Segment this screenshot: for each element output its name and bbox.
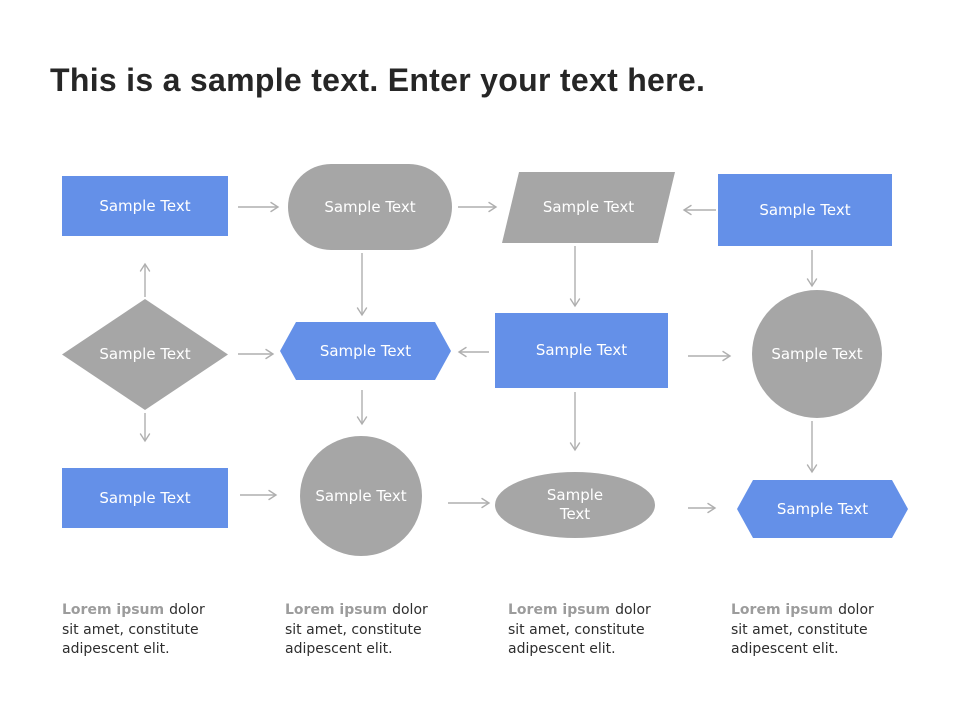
node-label: Sample Text xyxy=(324,197,416,216)
flow-node-rect: Sample Text xyxy=(62,468,228,528)
node-label: Sample Text xyxy=(776,499,869,518)
node-label: Sample Text xyxy=(535,341,628,360)
flow-node-rect: Sample Text xyxy=(62,176,228,236)
flow-node-diamond: Sample Text xyxy=(62,299,228,410)
footnote-highlight: Lorem ipsum xyxy=(508,602,611,618)
node-label: Sample Text xyxy=(315,486,407,505)
footnote-highlight: Lorem ipsum xyxy=(285,602,388,618)
node-label: Sample Text xyxy=(771,344,863,363)
footnote-highlight: Lorem ipsum xyxy=(62,602,165,618)
flow-node-hexagon: Sample Text xyxy=(280,322,451,380)
page-title: This is a sample text. Enter your text h… xyxy=(50,62,706,98)
flow-node-circle: Sample Text xyxy=(300,436,422,556)
flow-node-rect: Sample Text xyxy=(718,174,892,246)
flow-node-hexagon: Sample Text xyxy=(737,480,908,538)
node-label: Sample Text xyxy=(542,198,635,217)
node-label: Sample Text xyxy=(319,341,412,360)
node-label: Sample Text xyxy=(99,488,191,507)
node-label: Sample Text xyxy=(546,486,604,523)
footnote-text: dolor sit amet, constitute adipescent el… xyxy=(62,602,205,657)
flow-node-ellipse: Sample Text xyxy=(495,472,655,538)
flow-node-rect: Sample Text xyxy=(495,313,668,388)
footnote-text: dolor sit amet, constitute adipescent el… xyxy=(285,602,428,657)
node-label: Sample Text xyxy=(99,196,191,215)
footnote-highlight: Lorem ipsum xyxy=(731,602,834,618)
flow-node-stadium: Sample Text xyxy=(288,164,452,250)
node-label: Sample Text xyxy=(759,200,851,219)
footnote-text: dolor sit amet, constitute adipescent el… xyxy=(508,602,651,657)
footnote-text: dolor sit amet, constitute adipescent el… xyxy=(731,602,874,657)
flow-node-parallelogram: Sample Text xyxy=(502,172,675,243)
flow-node-circle: Sample Text xyxy=(752,290,882,418)
node-label: Sample Text xyxy=(99,345,191,364)
